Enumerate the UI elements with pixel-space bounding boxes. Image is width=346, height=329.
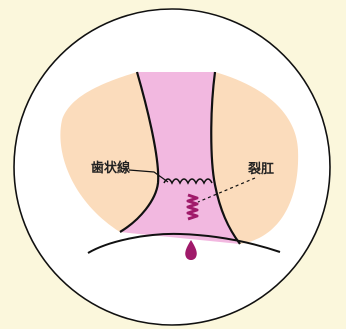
dentate-line-label: 歯状線: [91, 160, 131, 176]
fissure-label: 裂肛: [247, 161, 274, 177]
